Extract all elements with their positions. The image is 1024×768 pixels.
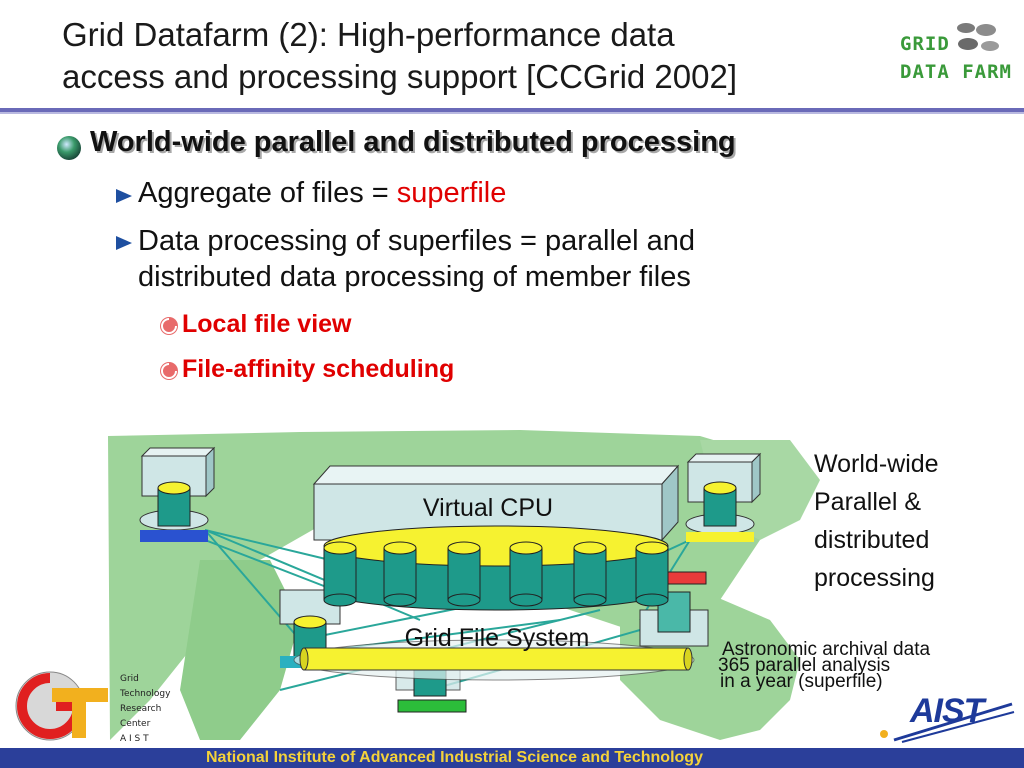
grtc-line: A I S T [120, 734, 149, 744]
globe-bullet-icon [57, 136, 81, 160]
disk-cylinder [635, 541, 669, 607]
disk-cylinder [447, 541, 481, 607]
footer-bar [0, 748, 1024, 768]
title-divider-shadow [0, 112, 1024, 114]
arrow-bullet-icon [116, 236, 132, 250]
arrow-bullet-icon [116, 189, 132, 203]
logo-text-datafarm: DATA FARM [900, 61, 1012, 83]
caption-line-4: processing [814, 564, 935, 592]
grid-fs-label: Grid File System [404, 624, 590, 652]
astro-line-1: Astronomic archival data [722, 639, 931, 660]
caption-line-3: distributed [814, 526, 930, 554]
swirl-bullet-icon [160, 317, 178, 335]
superfile-prefix: Aggregate of files = [138, 177, 397, 209]
grtc-line: Technology [120, 689, 171, 699]
swirl-bullet-icon [160, 362, 178, 380]
grtc-text: Grid Technology Research Center A I S T [120, 672, 170, 747]
bullet-level1: World-wide parallel and distributed proc… [90, 126, 736, 158]
logo-text-grid: GRID [900, 33, 950, 55]
astro-line-2: 365 parallel analysis [718, 655, 891, 676]
data-processing-line-2: distributed data processing of member fi… [138, 261, 691, 293]
grtc-line: Center [120, 719, 151, 729]
grtc-logo-icon [15, 671, 108, 741]
bullet-local-file-view: Local file view [182, 310, 352, 338]
superfile-highlight: superfile [396, 177, 507, 209]
cylinder-group [323, 541, 669, 607]
datafarm-logo-icon [957, 23, 999, 51]
bullet-superfile: Aggregate of files = superfile [138, 177, 506, 210]
disk-cylinder [573, 541, 607, 607]
caption-line-2: Parallel & [814, 488, 921, 516]
data-processing-line-1: Data processing of superfiles = parallel… [138, 225, 695, 257]
aist-logo-text: AIST [910, 692, 984, 730]
node-east [685, 452, 762, 542]
title-line-2: access and processing support [CCGrid 20… [62, 58, 738, 95]
grid-file-system-disk [293, 639, 695, 681]
node-se [639, 571, 709, 647]
title-divider [0, 108, 1024, 112]
bullet-file-affinity: File-affinity scheduling [182, 355, 455, 383]
title-line-1: Grid Datafarm (2): High-performance data [62, 16, 675, 53]
grtc-line: Grid [120, 674, 139, 684]
disk-cylinder [383, 541, 417, 607]
virtual-disk-array [323, 525, 669, 611]
aist-logo-icon [880, 702, 1015, 743]
astro-line-3: in a year (superfile) [720, 671, 883, 692]
disk-cylinder [509, 541, 543, 607]
virtual-cpu-label: Virtual CPU [422, 494, 554, 522]
footer-institute: National Institute of Advanced Industria… [206, 749, 703, 766]
world-wide-caption: World-wide Parallel & distributed proces… [814, 445, 939, 597]
node-west [139, 446, 216, 542]
grtc-line: Research [120, 704, 162, 714]
slide-title: Grid Datafarm (2): High-performance data… [62, 14, 737, 98]
caption-line-1: World-wide [814, 450, 939, 478]
datafarm-logo: GRID DATA FARM [900, 30, 1012, 86]
bullet-data-processing: Data processing of superfiles = parallel… [138, 223, 695, 295]
disk-cylinder [323, 541, 357, 607]
